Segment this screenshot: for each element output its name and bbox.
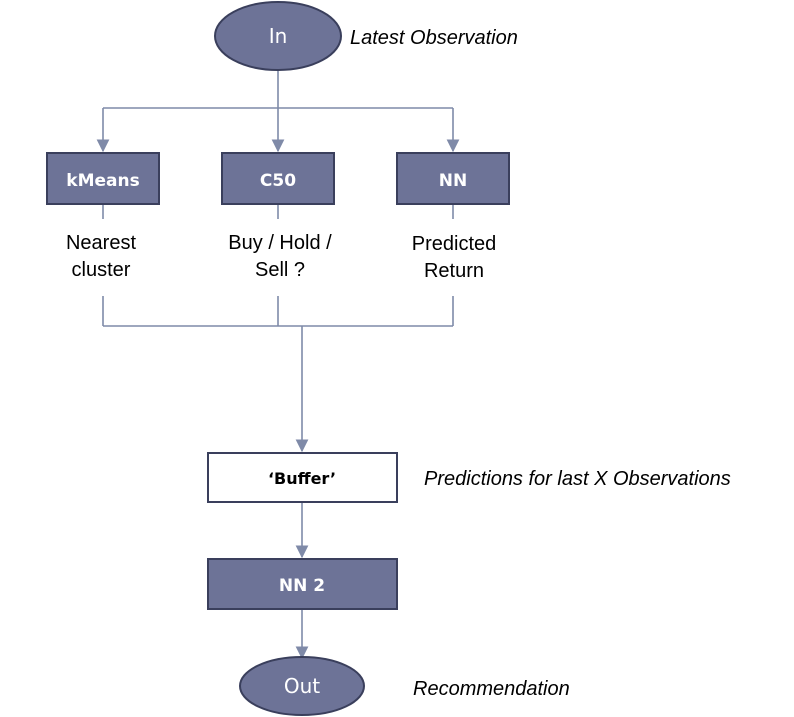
c50-node: C50	[221, 152, 335, 205]
kmeans-label: kMeans	[66, 171, 139, 191]
buffer-node: ‘Buffer’	[207, 452, 398, 503]
nn-label: NN	[439, 171, 467, 191]
buffer-label: ‘Buffer’	[268, 469, 336, 488]
in-annotation: Latest Observation	[350, 27, 518, 49]
out-annotation: Recommendation	[413, 678, 570, 700]
buffer-annotation: Predictions for last X Observations	[424, 468, 731, 490]
nn-node: NN	[396, 152, 510, 205]
kmeans-output-line1: Nearest	[66, 232, 136, 254]
out-label: Out	[284, 674, 320, 698]
out-node: Out	[239, 656, 365, 716]
nn-output-line1: Predicted	[412, 233, 497, 255]
in-node: In	[214, 1, 342, 71]
edges	[96, 70, 460, 660]
nn2-label: NN 2	[279, 576, 325, 596]
c50-output-line1: Buy / Hold /	[228, 232, 332, 254]
nn-output-line2: Return	[424, 260, 484, 282]
in-label: In	[269, 24, 288, 48]
nn2-node: NN 2	[207, 558, 398, 610]
c50-label: C50	[260, 171, 296, 191]
kmeans-output-line2: cluster	[72, 259, 131, 281]
c50-output-line2: Sell ?	[255, 259, 305, 281]
kmeans-node: kMeans	[46, 152, 160, 205]
